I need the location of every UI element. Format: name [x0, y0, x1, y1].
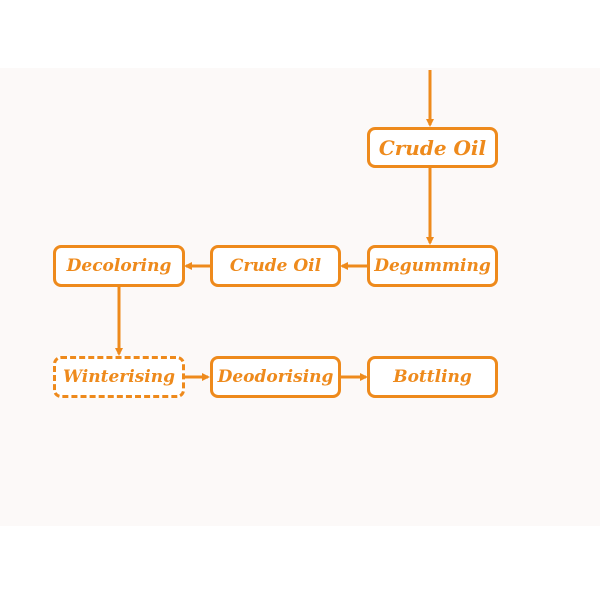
node-winterising: Winterising: [53, 356, 185, 398]
node-crude-oil-mid: Crude Oil: [210, 245, 341, 287]
node-crude-oil-top: Crude Oil: [367, 127, 498, 168]
node-bottling: Bottling: [367, 356, 498, 398]
node-degumming: Degumming: [367, 245, 498, 287]
node-deodorising: Deodorising: [210, 356, 341, 398]
diagram-background: [0, 68, 600, 526]
node-decoloring: Decoloring: [53, 245, 185, 287]
